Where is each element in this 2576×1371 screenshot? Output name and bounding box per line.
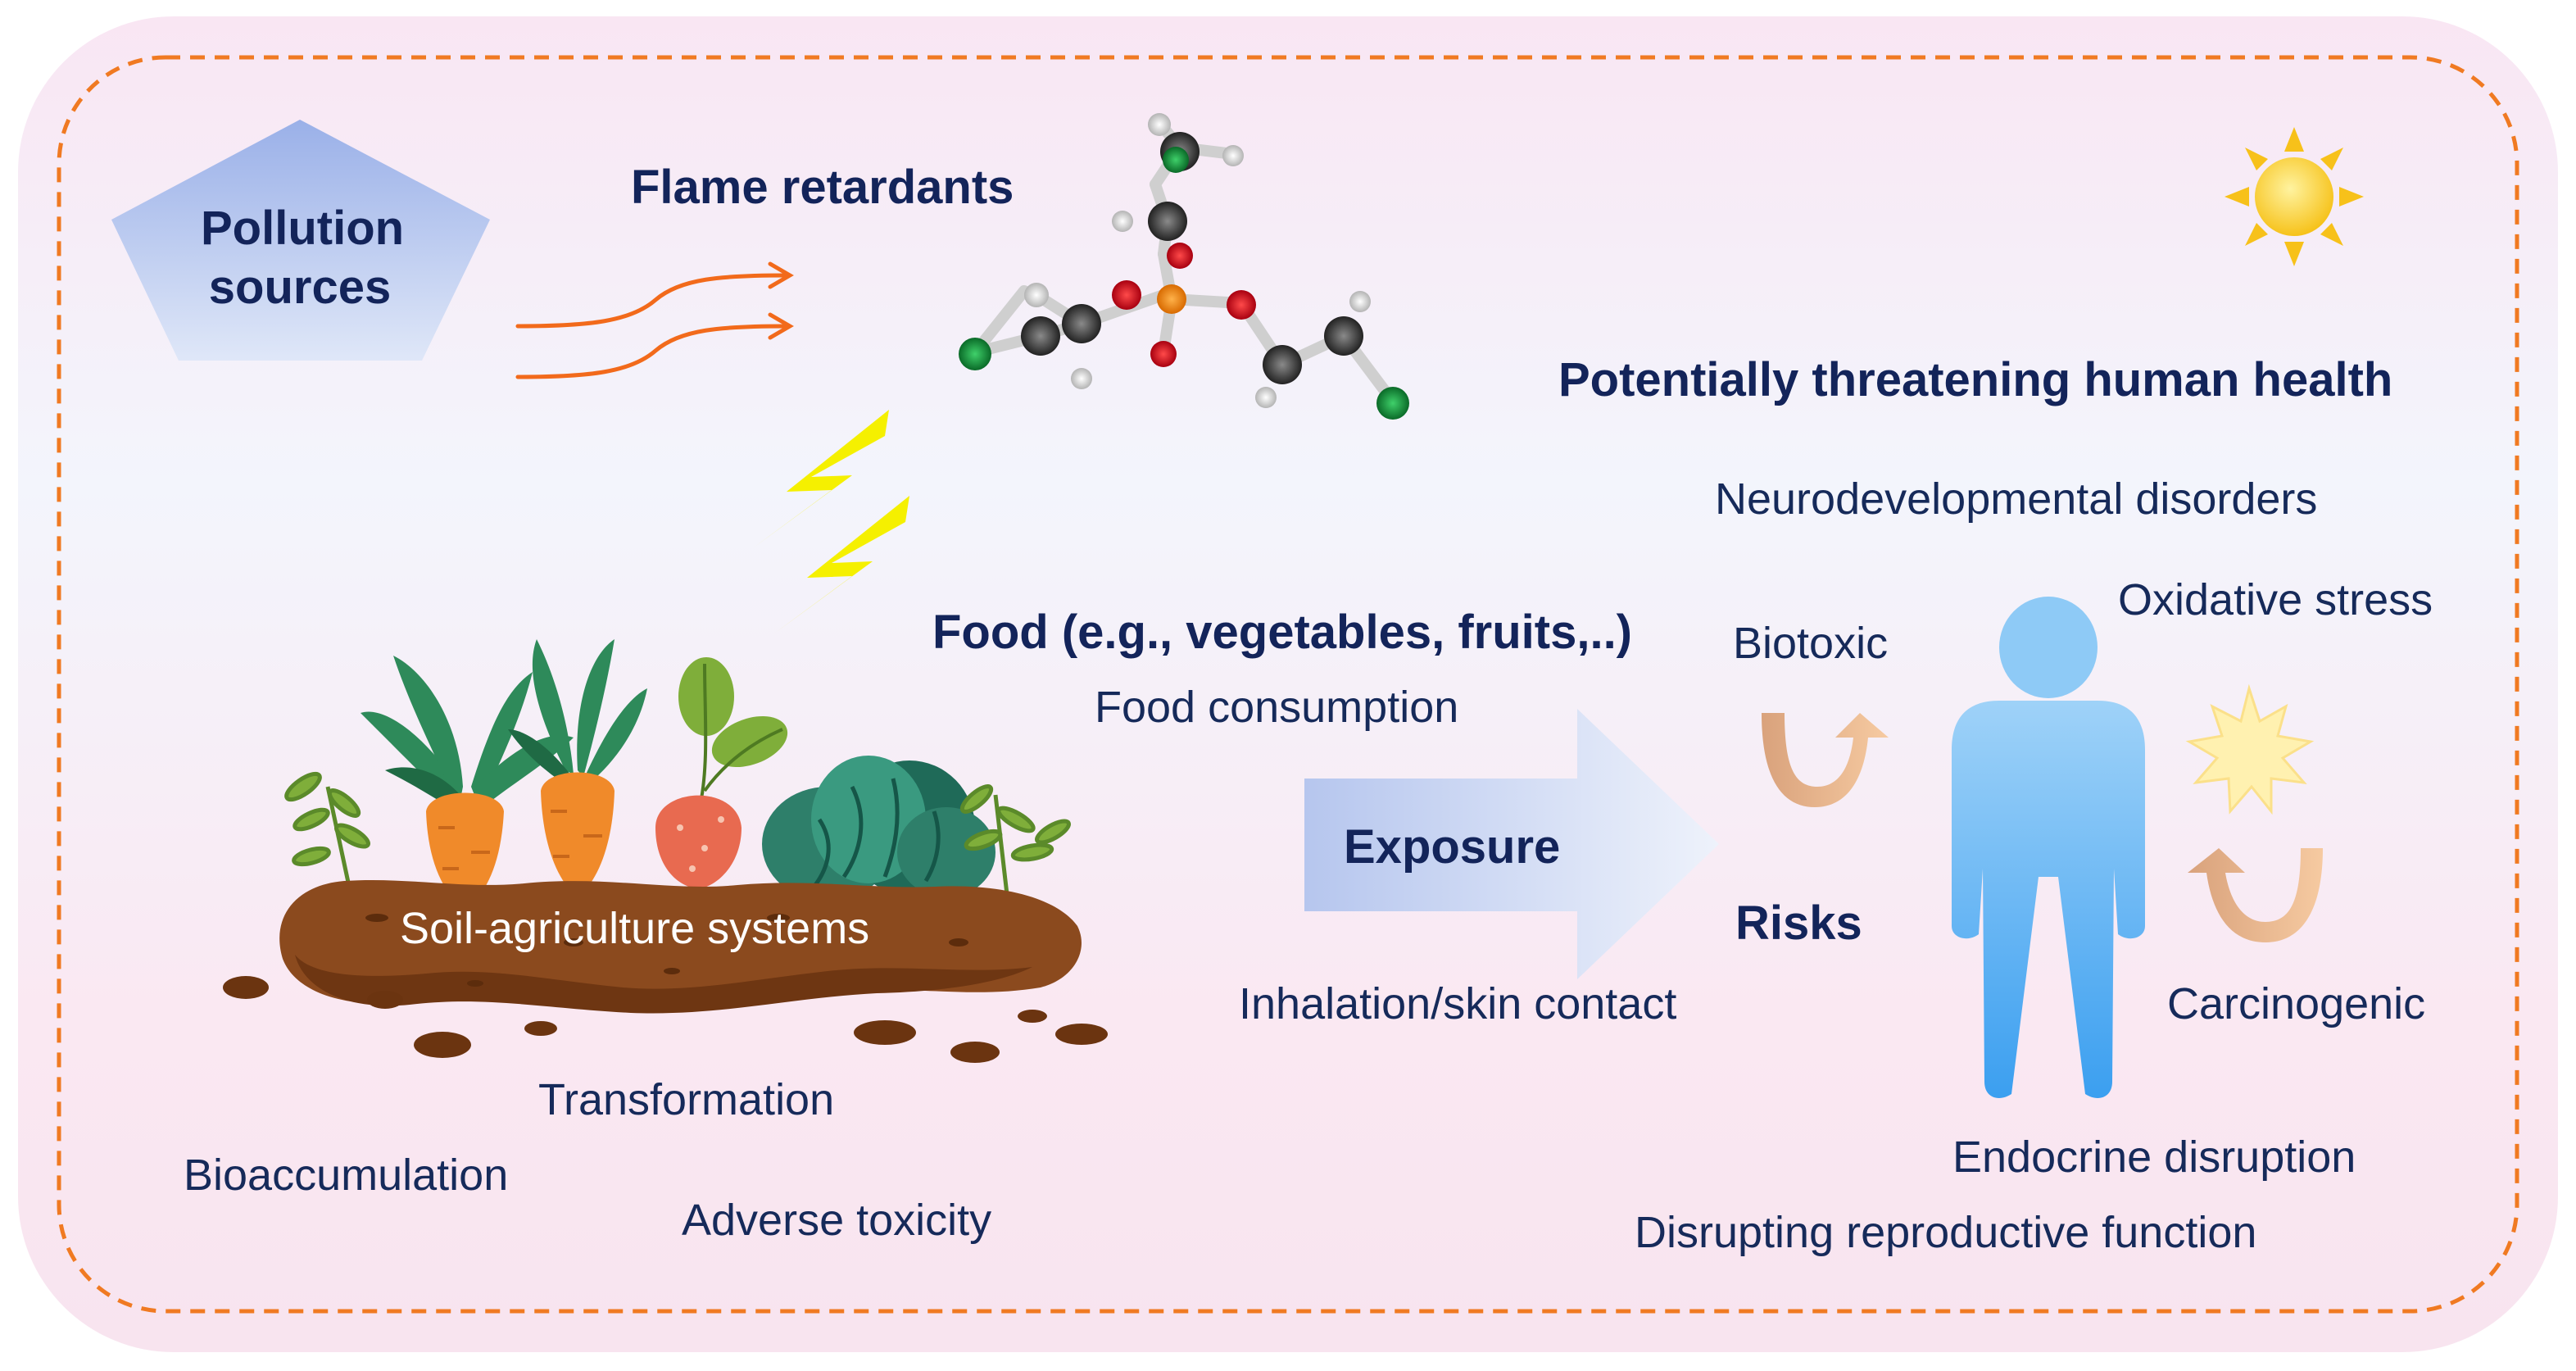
neurodevelopmental-label: Neurodevelopmental disorders [1715,474,2318,524]
molecule-structure [959,113,1409,420]
cycle-arrow-icon [1762,713,1889,807]
food-label: Food (e.g., vegetables, fruits,..) [932,606,1632,659]
pollution-sources-label-1: Pollution [201,202,405,255]
dashed-border [57,55,2519,1314]
adverse-toxicity-label: Adverse toxicity [682,1196,992,1245]
vegetables-illustration [284,639,1071,910]
soil-systems-label: Soil-agriculture systems [400,904,870,953]
carcinogenic-label: Carcinogenic [2167,979,2426,1028]
human-figure-icon [1952,597,2145,1098]
oxidative-stress-label: Oxidative stress [2118,575,2433,624]
food-consumption-label: Food consumption [1095,683,1459,732]
sun-icon [2225,127,2364,266]
lightning-bolt-icon [754,410,909,633]
soil-mound [223,879,1108,1063]
endocrine-disruption-label: Endocrine disruption [1952,1133,2356,1182]
disrupting-reproductive-label: Disrupting reproductive function [1635,1208,2257,1257]
cycle-arrow-icon [2188,848,2323,942]
exposure-label: Exposure [1344,820,1561,874]
pentagon-shape [111,120,490,361]
potentially-threatening-label: Potentially threatening human health [1558,353,2393,406]
flame-retardants-label: Flame retardants [631,161,1014,214]
bioaccumulation-label: Bioaccumulation [184,1151,509,1200]
orange-flow-arrows [515,261,794,379]
starburst-icon [2185,683,2315,815]
biotoxic-label: Biotoxic [1733,619,1889,668]
pollution-sources-label-2: sources [208,261,392,314]
transformation-label: Transformation [538,1075,835,1124]
inhalation-label: Inhalation/skin contact [1239,979,1677,1028]
exposure-arrow [1304,709,1719,979]
risks-label: Risks [1735,897,1862,950]
